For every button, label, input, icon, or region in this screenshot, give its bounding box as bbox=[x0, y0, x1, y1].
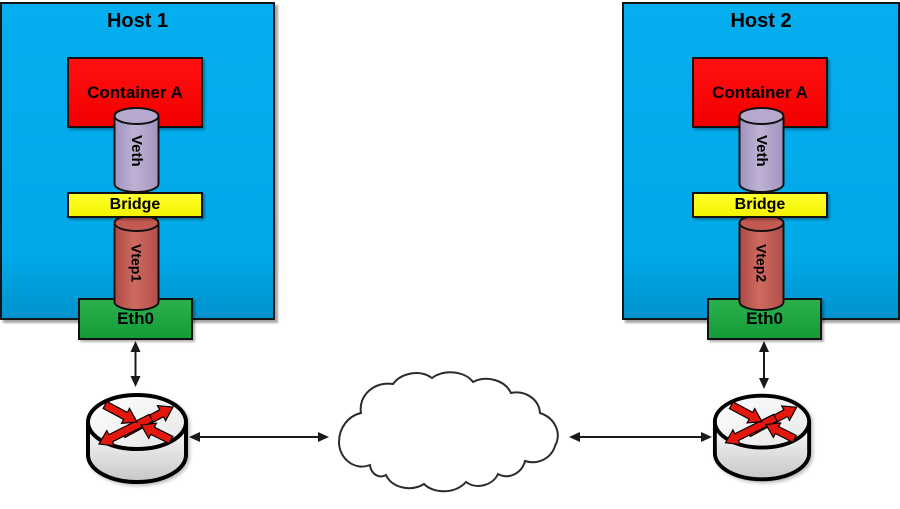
host-1-container-a-label: Container A bbox=[87, 82, 183, 102]
arrow-router1-to-cloud bbox=[189, 432, 329, 442]
network-cloud-icon bbox=[337, 371, 559, 493]
host-1-vtep-label: Vtep1 bbox=[128, 243, 145, 283]
host-2-vtep-label: Vtep2 bbox=[753, 243, 770, 283]
host-2-eth0: Eth0 bbox=[707, 298, 822, 340]
router-icon bbox=[86, 393, 188, 484]
host-1-bridge-label: Bridge bbox=[109, 196, 161, 213]
host-2-title: Host 2 bbox=[730, 10, 792, 32]
host-1-veth-label: Veth bbox=[128, 134, 145, 167]
host-1-bridge: Bridge bbox=[67, 192, 203, 218]
host-2-veth-cylinder: Veth bbox=[738, 107, 785, 194]
router-icon bbox=[712, 393, 812, 482]
arrow-cloud-to-router2 bbox=[569, 432, 712, 442]
host-2-bridge: Bridge bbox=[692, 192, 828, 218]
host-2-bridge-label: Bridge bbox=[734, 196, 786, 213]
router-2 bbox=[712, 388, 812, 491]
host-1-vtep-cylinder: Vtep1 bbox=[113, 214, 160, 312]
host-1-eth0-label: Eth0 bbox=[117, 309, 154, 328]
cylinder-shape-icon bbox=[738, 214, 785, 311]
router-arrows-icon bbox=[724, 401, 798, 446]
host-1-title: Host 1 bbox=[106, 10, 169, 32]
host-2-eth0-label: Eth0 bbox=[746, 309, 783, 328]
arrow-host1-eth0-to-router1 bbox=[130, 341, 141, 387]
host-1-veth-cylinder: Veth bbox=[113, 107, 160, 194]
host-2-container-a-label: Container A bbox=[712, 82, 808, 102]
network-cloud bbox=[326, 368, 572, 509]
router-1 bbox=[85, 387, 189, 494]
router-arrows-icon bbox=[98, 400, 174, 447]
host-2-vtep-cylinder: Vtep2 bbox=[738, 214, 785, 312]
arrow-host2-eth0-to-router2 bbox=[759, 341, 769, 389]
host-2-veth-label: Veth bbox=[753, 134, 770, 167]
